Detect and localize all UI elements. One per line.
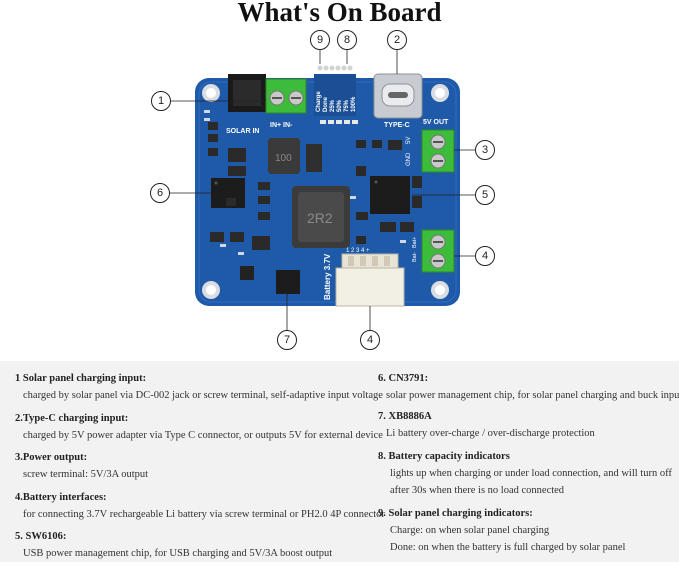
legend-item-3: 3.Power output: screw terminal: 5V/3A ou… — [15, 451, 367, 488]
label-bat-plus: Bat+ — [412, 237, 418, 248]
label-pct25: 25% — [330, 99, 336, 112]
label-charge: Charge — [316, 91, 322, 112]
legend-item-title: 2.Type-C charging input: — [15, 412, 129, 424]
legend-item-desc: USB power management chip, for USB charg… — [23, 548, 333, 559]
legend-right-column: 6. CN3791: solar power management chip, … — [378, 369, 679, 555]
diode — [306, 144, 322, 172]
callout-lines — [168, 49, 478, 331]
inductor-large: 2R2 — [292, 186, 350, 248]
legend-panel: 1 Solar panel charging input: charged by… — [0, 361, 679, 562]
legend-left-column: 1 Solar panel charging input: charged by… — [15, 369, 385, 567]
legend-item-desc: screw terminal: 5V/3A output — [23, 469, 149, 480]
passive-components — [208, 122, 422, 250]
label-5v: 5V — [406, 137, 412, 144]
battery-screw-terminal — [421, 229, 455, 273]
small-chip — [240, 266, 254, 280]
legend-item-6: 6. CN3791: solar power management chip, … — [378, 372, 679, 407]
board-diagram: SOLAR IN IN+ IN- Charge Done 25% 50% 75%… — [168, 49, 478, 331]
legend-item-desc: charged by 5V power adapter via Type C c… — [23, 429, 383, 441]
label-battery: Battery 3.7V — [323, 253, 332, 300]
legend-item-desc: solar power management chip, for solar p… — [386, 390, 679, 401]
ph20-battery-connector — [335, 253, 405, 307]
solar-screw-terminal — [265, 78, 307, 114]
inductor-small-label: 100 — [275, 153, 292, 164]
legend-item-5: 5. SW6106: USB power management chip, fo… — [15, 530, 367, 567]
legend-item-2: 2.Type-C charging input: charged by 5V p… — [15, 412, 383, 449]
usb-type-c-connector — [373, 73, 423, 119]
mounting-hole-icon — [202, 84, 220, 102]
legend-item-desc: lights up when charging or under load co… — [390, 468, 672, 479]
legend-item-1: 1 Solar panel charging input: charged by… — [15, 372, 383, 409]
legend-item-8: 8. Battery capacity indicators lights up… — [378, 450, 678, 504]
legend-item-title: 6. CN3791: — [378, 373, 429, 384]
legend-item-title: 5. SW6106: — [15, 531, 67, 542]
label-conn-pins: 1 2 3 4 + — [346, 248, 370, 254]
legend-item-title: 3.Power output: — [15, 452, 88, 463]
label-5v-out: 5V OUT — [423, 119, 449, 126]
mounting-hole-icon — [431, 84, 449, 102]
legend-item-title: 1 Solar panel charging input: — [15, 373, 147, 384]
label-pct50: 50% — [337, 99, 343, 112]
legend-item-desc: Done: on when the battery is full charge… — [390, 542, 626, 553]
legend-item-title: 9. Solar panel charging indicators: — [378, 508, 533, 519]
led-row — [320, 120, 358, 124]
legend-item-7: 7. XB8886A Li battery over-charge / over… — [378, 410, 678, 447]
inductor-small: 100 — [268, 138, 300, 174]
5v-out-screw-terminal — [421, 129, 455, 173]
legend-item-desc: for connecting 3.7V rechargeable Li batt… — [23, 508, 385, 520]
sw6106-chip — [370, 176, 410, 214]
label-gnd: GND — [406, 152, 412, 166]
label-pct75: 75% — [344, 99, 350, 112]
page-title: What's On Board — [237, 0, 442, 27]
silk-dots — [204, 110, 406, 255]
mounting-hole-icon — [431, 281, 449, 299]
legend-item-4: 4.Battery interfaces: for connecting 3.7… — [15, 491, 385, 528]
legend-item-desc: after 30s when there is no load connecte… — [390, 485, 565, 496]
label-solar-in: SOLAR IN — [226, 128, 259, 135]
legend-item-title: 7. XB8886A — [378, 411, 432, 422]
legend-item-desc: Li battery over-charge / over-discharge … — [386, 428, 595, 439]
legend-item-desc: charged by solar panel via DC-002 jack o… — [23, 390, 383, 401]
xb8886a-chip — [276, 270, 300, 294]
label-in-plus-minus: IN+ IN- — [270, 122, 293, 129]
label-done: Done — [323, 96, 329, 112]
label-bat-minus: Bat- — [412, 252, 418, 262]
mounting-hole-icon — [202, 281, 220, 299]
label-pct100: 100% — [351, 96, 357, 112]
inductor-large-label: 2R2 — [307, 210, 333, 226]
legend-item-desc: Charge: on when solar panel charging — [390, 525, 550, 536]
legend-item-title: 8. Battery capacity indicators — [378, 451, 510, 462]
legend-item-9: 9. Solar panel charging indicators: Char… — [378, 507, 678, 555]
indicator-header — [314, 65, 356, 116]
legend-item-title: 4.Battery interfaces: — [15, 491, 107, 503]
label-type-c: TYPE-C — [384, 122, 410, 129]
